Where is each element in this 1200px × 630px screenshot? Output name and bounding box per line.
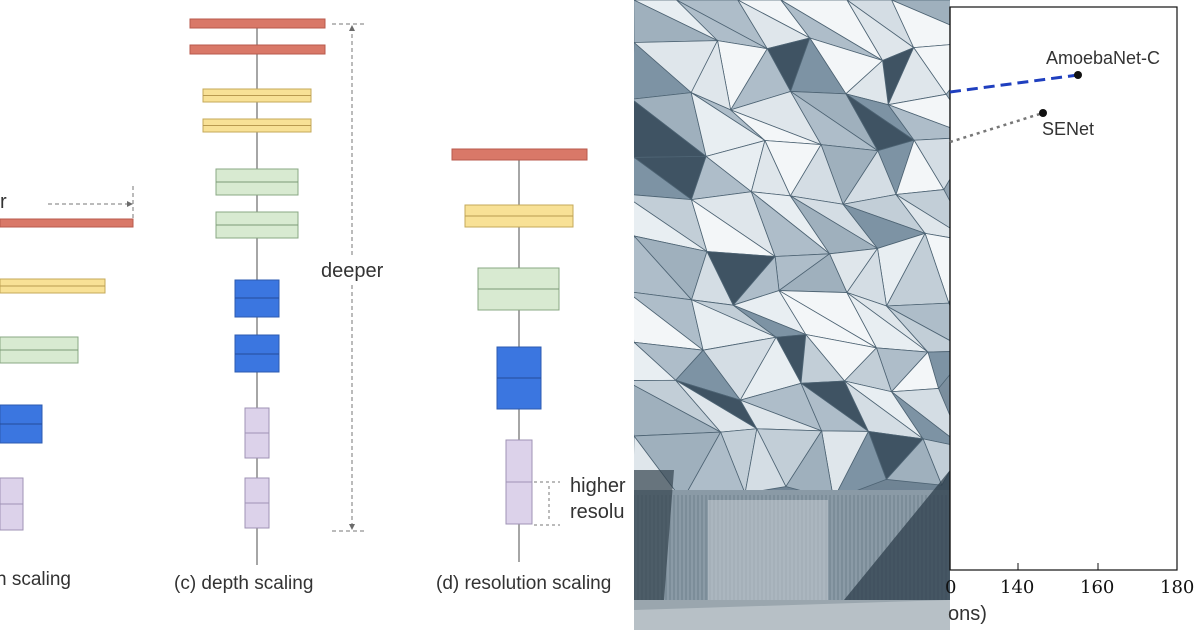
red-layer xyxy=(0,218,134,228)
red-layer xyxy=(451,148,588,161)
resolution-label: resolu xyxy=(570,501,624,523)
x-axis-label: ons) xyxy=(948,603,987,625)
red-layer-2 xyxy=(189,44,326,55)
senet-point xyxy=(1039,109,1047,117)
red-layer-1 xyxy=(189,18,326,29)
x-tick-label: 0 xyxy=(945,577,956,598)
width-scaling-caption: n scaling xyxy=(0,569,71,590)
facade-facet xyxy=(891,0,950,49)
deeper-label: deeper xyxy=(321,260,384,282)
facade-photo xyxy=(634,0,950,630)
senet-label: SENet xyxy=(1042,119,1094,139)
senet-series-line xyxy=(949,111,1044,144)
amoebanet-point xyxy=(1074,71,1082,79)
x-tick-label: 160 xyxy=(1080,577,1114,598)
accuracy-chart: AmoebaNet-C SENet 0 140 160 180 ons) xyxy=(945,6,1194,625)
facade-facet xyxy=(885,438,943,486)
resolution-scaling-caption: (d) resolution scaling xyxy=(436,573,611,594)
facade-facet xyxy=(744,427,787,494)
depth-scaling-column: deeper (c) depth scaling xyxy=(174,18,384,594)
amoebanet-label: AmoebaNet-C xyxy=(1046,48,1160,68)
wider-label: r xyxy=(0,191,7,213)
x-tick-label: 140 xyxy=(1000,577,1034,598)
facade-facet xyxy=(832,430,887,501)
depth-scaling-caption: (c) depth scaling xyxy=(174,573,313,594)
plot-frame xyxy=(949,6,1178,571)
amoebanet-series-line xyxy=(949,73,1079,94)
scaling-diagram: r n scaling xyxy=(0,18,626,594)
width-scaling-column: r n scaling xyxy=(0,186,134,590)
resolution-scaling-column: higher resolu (d) resolution scaling xyxy=(436,148,626,594)
triangle-facets xyxy=(634,0,950,502)
x-tick-label: 180 xyxy=(1160,577,1194,598)
higher-label: higher xyxy=(570,475,626,497)
